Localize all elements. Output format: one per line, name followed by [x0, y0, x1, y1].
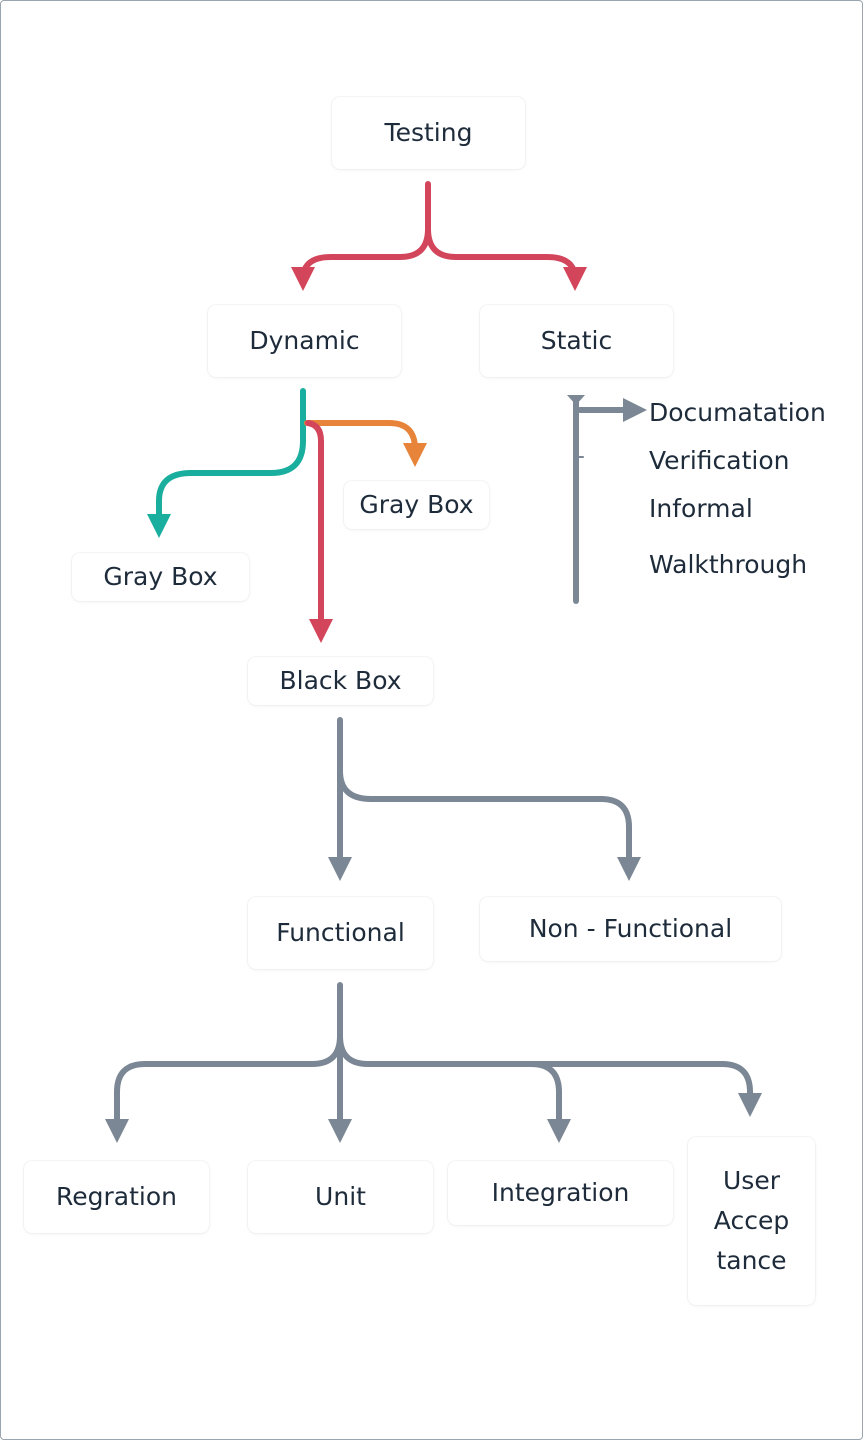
node-integration-label: Integration — [491, 1178, 630, 1207]
node-regration[interactable]: Regration — [24, 1161, 209, 1233]
edge-blackbox-nonfunctional — [337, 768, 641, 881]
static-stem-arrow — [567, 395, 585, 405]
node-dynamic[interactable]: Dynamic — [208, 305, 401, 377]
node-user-acceptance-line-3: tance — [716, 1246, 787, 1275]
node-user-acceptance[interactable]: User Accep tance — [688, 1137, 815, 1305]
node-regration-label: Regration — [56, 1182, 177, 1211]
edge-dynamic-graybox-right — [304, 420, 427, 467]
node-non-functional-label: Non - Functional — [528, 914, 733, 943]
node-gray-box-right[interactable]: Gray Box — [344, 481, 489, 529]
testing-connector — [291, 181, 587, 291]
static-item-walkthrough[interactable]: Walkthrough — [649, 550, 808, 579]
static-item-verification[interactable]: Verification — [649, 446, 790, 475]
blackbox-connector — [328, 717, 641, 881]
edge-testing-dynamic — [291, 181, 431, 291]
edge-dynamic-graybox-left — [147, 388, 306, 538]
node-user-acceptance-line-2: Accep — [713, 1206, 790, 1235]
node-gray-box-left-label: Gray Box — [103, 562, 218, 591]
static-item-documentation[interactable]: Documatation — [649, 398, 826, 427]
edge-functional-regration — [105, 1033, 343, 1143]
node-testing[interactable]: Testing — [332, 97, 525, 169]
node-static-label: Static — [540, 326, 613, 355]
edge-dynamic-blackbox — [305, 420, 333, 643]
node-non-functional[interactable]: Non - Functional — [480, 897, 781, 961]
node-unit[interactable]: Unit — [248, 1161, 433, 1233]
node-testing-label: Testing — [384, 118, 473, 147]
node-functional-label: Functional — [276, 918, 405, 947]
functional-connector — [105, 982, 762, 1143]
node-static[interactable]: Static — [480, 305, 673, 377]
node-user-acceptance-line-1: User — [723, 1166, 780, 1195]
edge-testing-static — [425, 226, 587, 291]
edge-functional-integration — [337, 1033, 571, 1143]
node-black-box[interactable]: Black Box — [248, 657, 433, 705]
static-connector — [567, 395, 647, 604]
edge-functional-user-acceptance — [528, 1061, 762, 1117]
node-functional[interactable]: Functional — [248, 897, 433, 969]
static-item-informal[interactable]: Informal — [649, 494, 753, 523]
node-dynamic-label: Dynamic — [249, 326, 360, 355]
node-integration[interactable]: Integration — [448, 1161, 673, 1225]
node-unit-label: Unit — [315, 1182, 366, 1211]
node-gray-box-right-label: Gray Box — [359, 490, 474, 519]
node-black-box-label: Black Box — [279, 666, 402, 695]
node-gray-box-left[interactable]: Gray Box — [72, 553, 249, 601]
